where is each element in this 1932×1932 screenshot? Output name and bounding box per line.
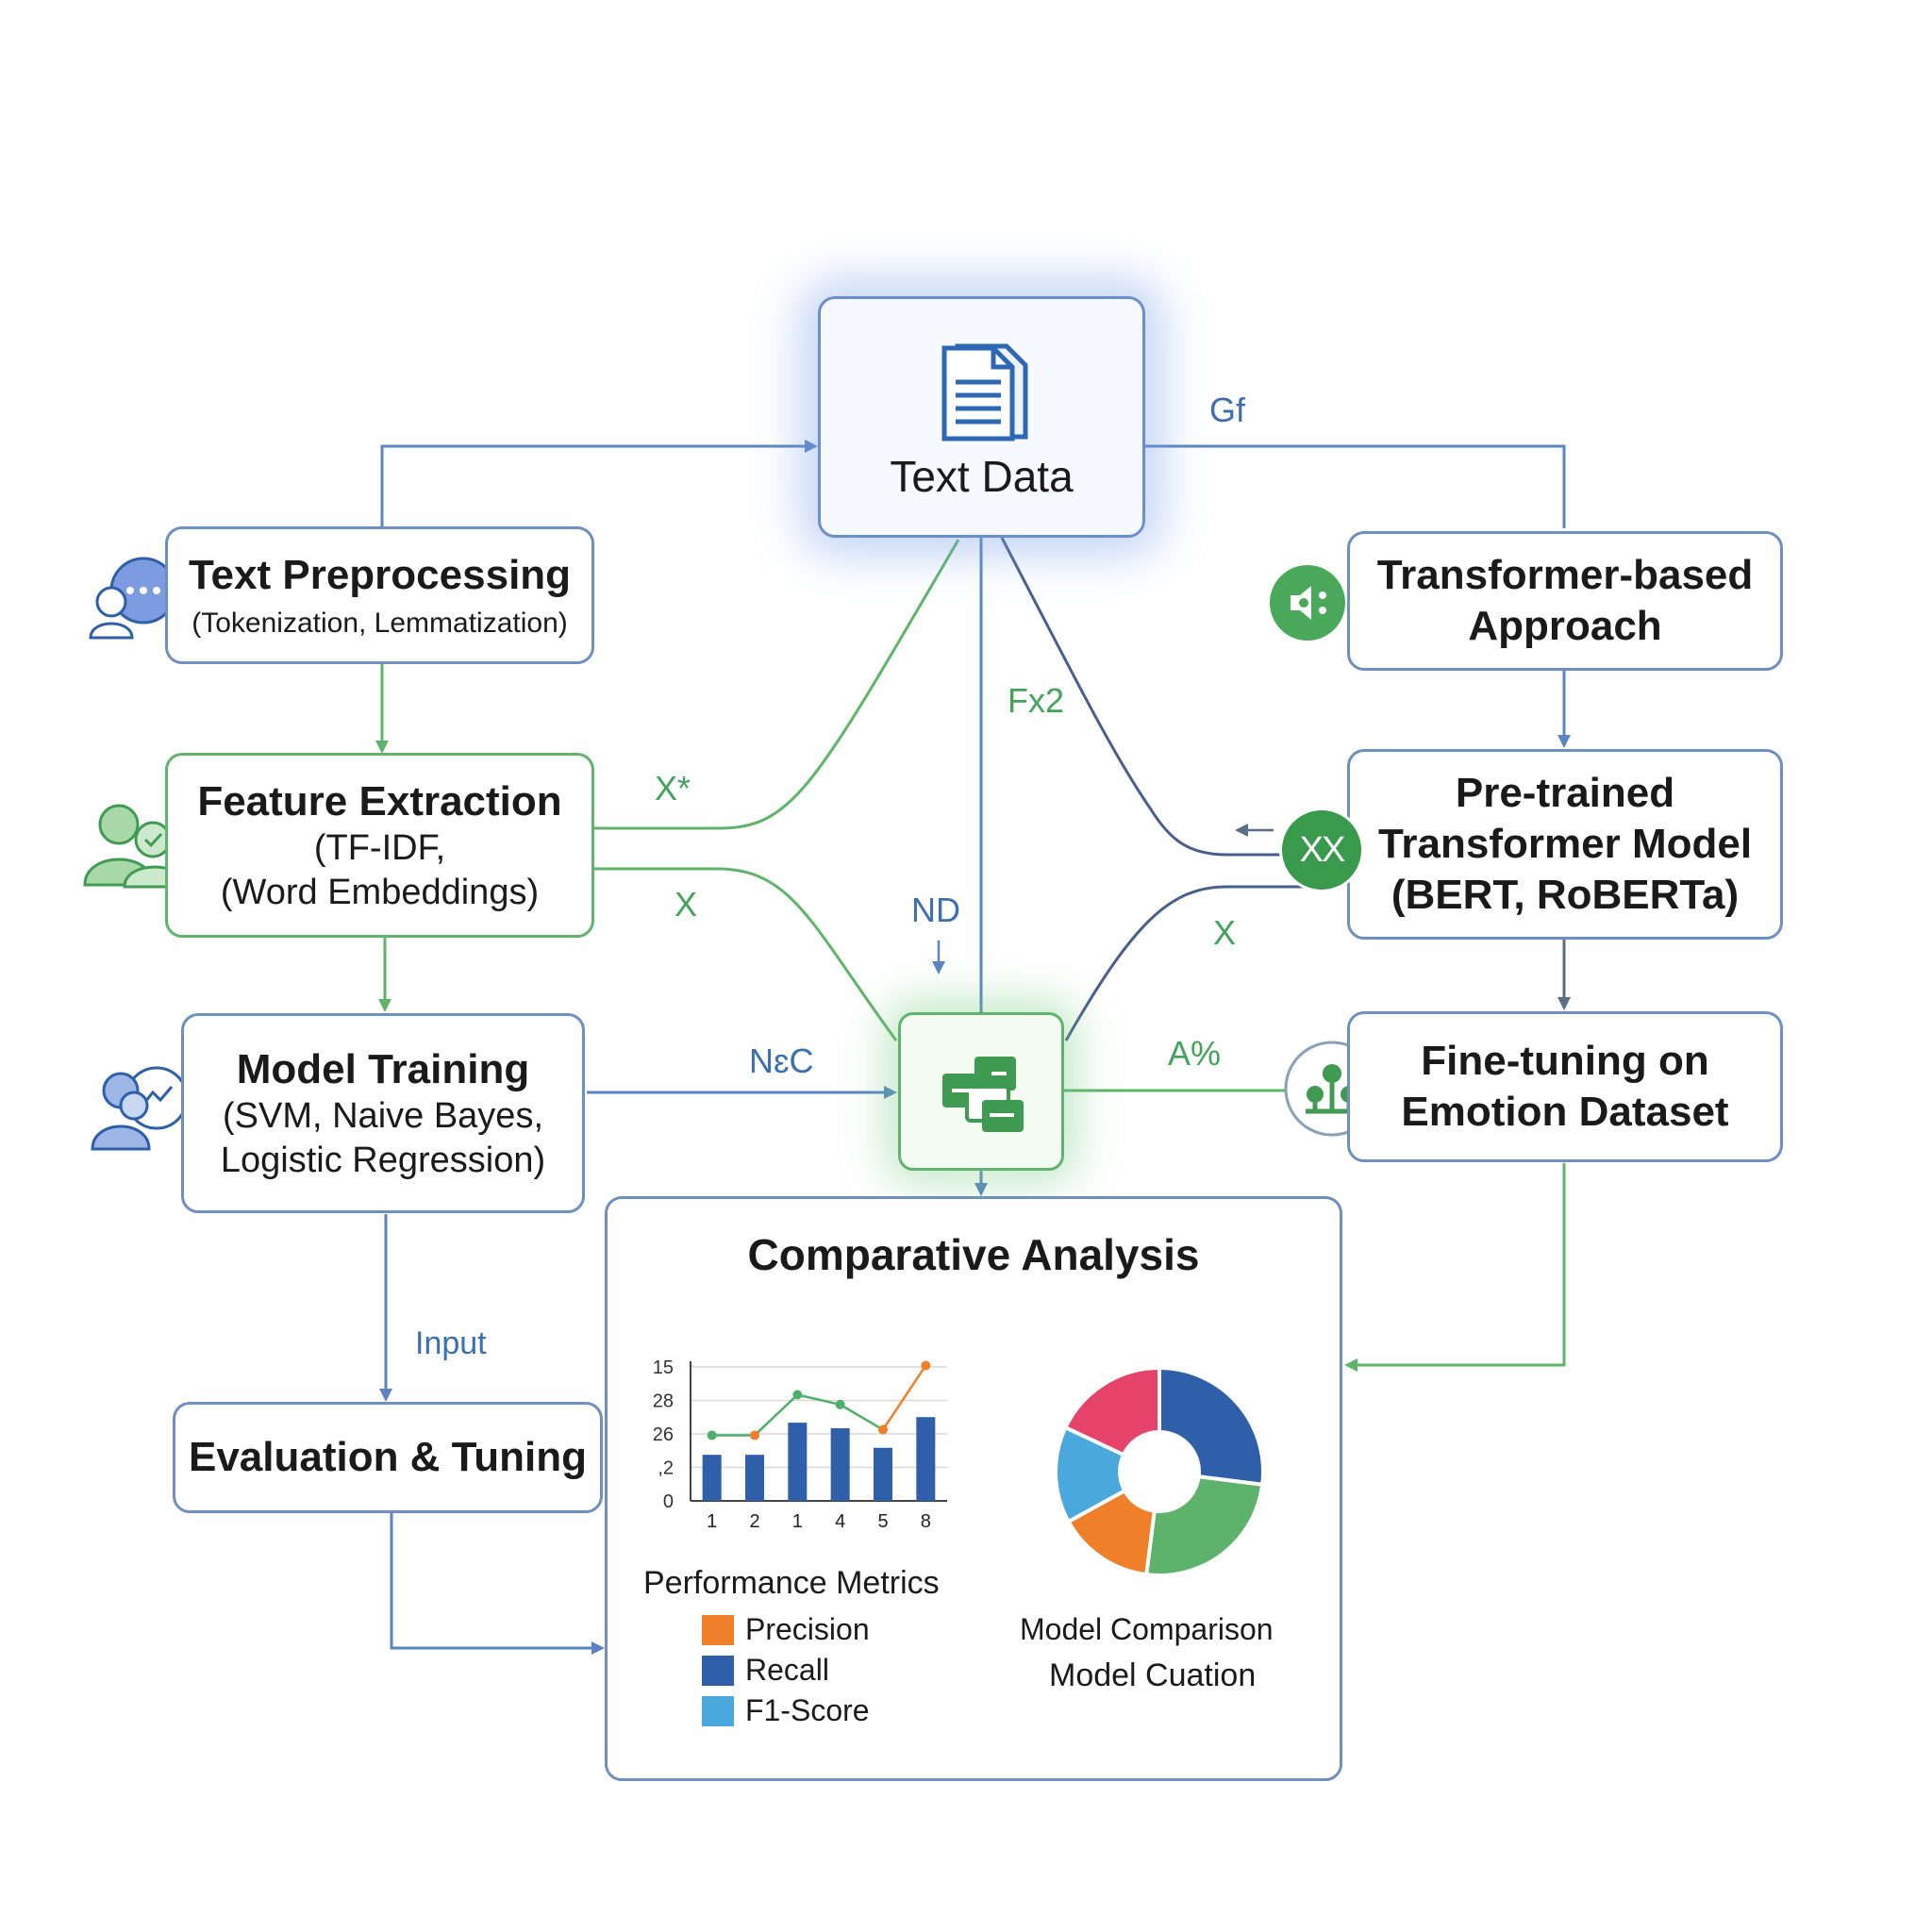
donut-slice bbox=[1158, 1365, 1265, 1488]
x-tick-label: 2 bbox=[749, 1511, 759, 1532]
performance-bar-chart: 15 28 26 ,2 0 1 2 1 4 5 8 bbox=[653, 1357, 947, 1532]
x-tick-label: 4 bbox=[835, 1511, 845, 1532]
feature-extraction-line3: (Word Embeddings) bbox=[220, 872, 540, 912]
edge-label-x-star: X* bbox=[655, 769, 691, 808]
edge-evaluation-to-analysis bbox=[390, 1513, 605, 1655]
donut-slice bbox=[1143, 1474, 1265, 1577]
transformer-line2: Approach bbox=[1468, 603, 1662, 649]
edge-textdata-to-pretrained bbox=[1000, 537, 1340, 857]
legend-label-precision: Precision bbox=[745, 1612, 870, 1646]
x-tick-label: 5 bbox=[877, 1511, 888, 1532]
donut-slice bbox=[1062, 1365, 1161, 1457]
edge-label-x-right: X bbox=[1213, 913, 1237, 952]
text-preprocessing-node[interactable]: Text Preprocessing (Tokenization, Lemmat… bbox=[165, 526, 594, 664]
edge-features-to-textdata bbox=[594, 539, 960, 830]
x-tick-label: 1 bbox=[792, 1511, 803, 1532]
bar-recall bbox=[874, 1447, 892, 1501]
model-training-line2: (SVM, Naive Bayes, bbox=[223, 1096, 543, 1137]
xx-badge-icon[interactable]: XX bbox=[1279, 808, 1364, 892]
edge-pretrained-to-hub bbox=[1064, 885, 1340, 1041]
finetuning-line1: Fine-tuning on bbox=[1421, 1038, 1709, 1085]
bar-recall bbox=[745, 1455, 764, 1501]
finetuning-node[interactable]: Fine-tuning on Emotion Dataset bbox=[1347, 1011, 1783, 1162]
xx-badge-label: XX bbox=[1299, 829, 1346, 870]
finetuning-line2: Emotion Dataset bbox=[1401, 1089, 1729, 1135]
pretrained-line2: Transformer Model bbox=[1377, 821, 1753, 868]
legend-swatch-precision bbox=[702, 1614, 734, 1645]
model-training-title: Model Training bbox=[236, 1045, 530, 1092]
transformer-approach-node[interactable]: Transformer-based Approach bbox=[1347, 531, 1783, 671]
comparative-analysis-title: Comparative Analysis bbox=[747, 1230, 1200, 1279]
line-point bbox=[792, 1390, 803, 1400]
legend-swatch-recall bbox=[702, 1655, 734, 1686]
feature-extraction-line2: (TF-IDF, bbox=[313, 828, 446, 869]
legend-precision: Precision bbox=[702, 1612, 870, 1647]
evaluation-title: Evaluation & Tuning bbox=[188, 1434, 588, 1481]
edge-label-input: Input bbox=[415, 1325, 487, 1361]
legend-label-recall: Recall bbox=[745, 1653, 829, 1687]
feature-extraction-node[interactable]: Feature Extraction (TF-IDF, (Word Embedd… bbox=[165, 753, 594, 938]
performance-metrics-title: Performance Metrics bbox=[643, 1565, 940, 1601]
y-tick-label: 26 bbox=[653, 1424, 674, 1445]
y-tick-label: 28 bbox=[653, 1391, 674, 1412]
x-tick-label: 1 bbox=[707, 1511, 717, 1532]
pretrained-line3: (BERT, RoBERTa) bbox=[1391, 871, 1740, 918]
line-segment bbox=[840, 1403, 884, 1431]
model-training-line3: Logistic Regression) bbox=[220, 1140, 546, 1180]
legend-f1: F1-Score bbox=[702, 1693, 870, 1728]
model-hub-node[interactable] bbox=[898, 1012, 1064, 1171]
edge-label-fx2: Fx2 bbox=[1008, 681, 1065, 720]
edge-label-x-left: X bbox=[675, 885, 698, 924]
stacked-windows-icon bbox=[942, 1057, 1024, 1132]
bar-recall bbox=[916, 1417, 936, 1501]
line-point bbox=[921, 1360, 931, 1371]
edge-label-gf: Gf bbox=[1209, 391, 1246, 429]
feature-extraction-title: Feature Extraction bbox=[197, 777, 562, 824]
text-preprocessing-title: Text Preprocessing bbox=[188, 551, 572, 598]
text-preprocessing-detail: (Tokenization, Lemmatization) bbox=[192, 607, 568, 639]
bar-recall bbox=[830, 1428, 850, 1501]
evaluation-tuning-node[interactable]: Evaluation & Tuning bbox=[173, 1402, 603, 1513]
line-point bbox=[750, 1430, 759, 1441]
line-point bbox=[707, 1430, 717, 1441]
edge-features-to-hub bbox=[594, 867, 898, 1041]
bar-recall bbox=[702, 1455, 722, 1501]
users-feedback-icon bbox=[83, 804, 187, 889]
y-tick-label: 15 bbox=[653, 1357, 674, 1378]
legend-swatch-f1 bbox=[702, 1695, 734, 1726]
donut-label-comparison: Model Comparison bbox=[1020, 1612, 1274, 1646]
comparative-analysis-node[interactable]: Comparative Analysis 15 28 26 ,2 0 1 2 1 4 5 8 Per… bbox=[605, 1196, 1342, 1781]
line-segment bbox=[754, 1393, 799, 1437]
edge-label-a-pct: A% bbox=[1168, 1034, 1222, 1073]
y-tick-label: 0 bbox=[663, 1491, 674, 1512]
line-segment bbox=[881, 1364, 927, 1431]
edge-label-nd: ND bbox=[911, 891, 960, 929]
legend-label-f1: F1-Score bbox=[745, 1693, 870, 1727]
pretrained-model-node[interactable]: Pre-trained Transformer Model (BERT, RoB… bbox=[1347, 749, 1783, 940]
edge-textdata-to-transformer bbox=[1145, 444, 1566, 528]
line-point bbox=[835, 1399, 845, 1409]
donut-label-cuation: Model Cuation bbox=[1049, 1657, 1257, 1693]
document-icon bbox=[941, 343, 1028, 441]
chat-user-icon bbox=[89, 557, 177, 640]
transformer-line1: Transformer-based bbox=[1376, 552, 1754, 599]
team-analytics-icon bbox=[91, 1066, 189, 1151]
text-data-node[interactable]: Text Data bbox=[818, 296, 1145, 538]
edge-label-nic: NɛC bbox=[749, 1041, 814, 1080]
y-tick-label: ,2 bbox=[658, 1458, 674, 1479]
bar-recall bbox=[788, 1423, 808, 1501]
speaker-icon bbox=[1270, 565, 1345, 641]
model-comparison-donut-chart bbox=[1054, 1365, 1265, 1577]
legend-recall: Recall bbox=[702, 1653, 829, 1688]
line-point bbox=[878, 1424, 888, 1435]
model-training-node[interactable]: Model Training (SVM, Naive Bayes, Logist… bbox=[181, 1013, 585, 1213]
pretrained-line1: Pre-trained bbox=[1455, 770, 1675, 817]
edge-preprocessing-to-textdata bbox=[380, 440, 818, 526]
edge-finetuning-to-analysis bbox=[1344, 1163, 1566, 1372]
x-tick-label: 8 bbox=[921, 1511, 931, 1532]
text-data-label: Text Data bbox=[890, 451, 1074, 501]
line-segment bbox=[797, 1393, 841, 1407]
